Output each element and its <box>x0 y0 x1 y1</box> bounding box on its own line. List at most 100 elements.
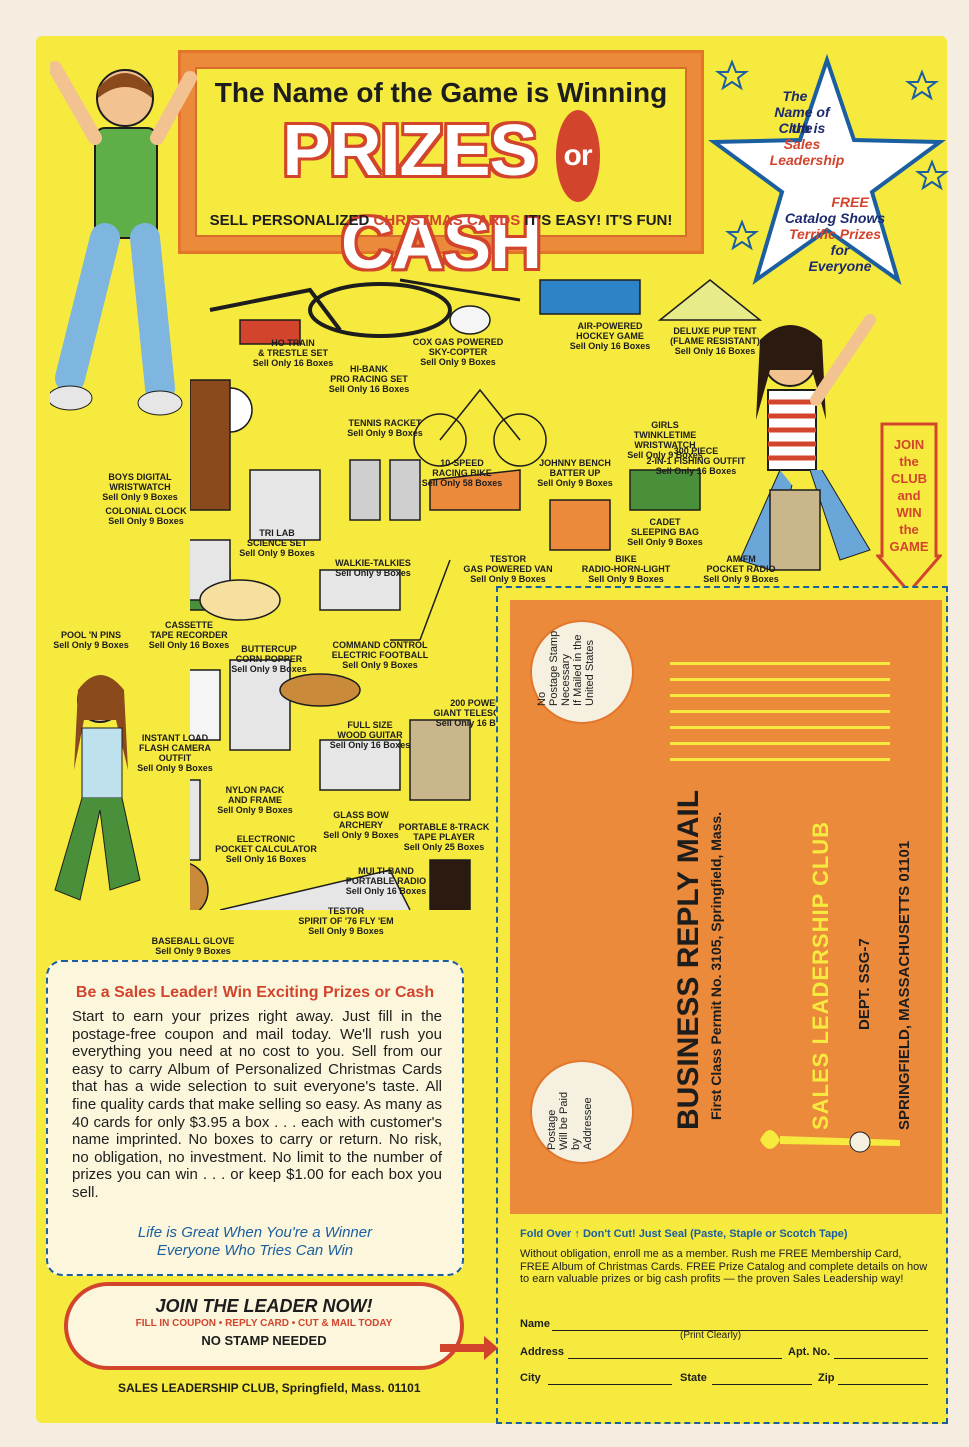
no-stamp-text: NO STAMP NEEDED <box>201 1333 327 1348</box>
cash-word: CASH <box>340 203 542 284</box>
banner-headline: The Name of the Game is Winning <box>214 77 668 108</box>
business-reply-mail-card <box>510 600 942 1214</box>
star-line-1: The <box>782 88 808 104</box>
sell-highlight: CHRISTMAS CARDS <box>373 212 521 229</box>
products-illustrations <box>190 278 821 910</box>
stripe <box>670 710 890 713</box>
item-pup-tent: DELUXE PUP TENT(FLAME RESISTANT)Sell Onl… <box>670 326 760 356</box>
or-badge: or <box>555 109 600 202</box>
club-address-name: SALES LEADERSHIP CLUB <box>808 820 833 1130</box>
footer-address: SALES LEADERSHIP CLUB, Springfield, Mass… <box>118 1381 421 1395</box>
business-reply-mail-title: BUSINESS REPLY MAIL <box>672 789 705 1130</box>
join-leader-sub: FILL IN COUPON • REPLY CARD • CUT & MAIL… <box>135 1318 393 1329</box>
stripe <box>670 678 890 681</box>
stripe <box>670 694 890 697</box>
sell-suffix: IT'S EASY! IT'S FUN! <box>524 212 673 229</box>
zip-label: Zip <box>818 1372 835 1384</box>
apt-line <box>834 1358 928 1359</box>
state-line <box>712 1384 812 1385</box>
city-text: SPRINGFIELD, MASSACHUSETTS 01101 <box>896 840 913 1130</box>
postage-paid-circle <box>530 1060 634 1164</box>
stripe <box>670 726 890 729</box>
name-line <box>552 1330 928 1331</box>
stripe <box>670 742 890 745</box>
name-field[interactable]: Name <box>520 1318 930 1332</box>
copy-tagline-1: Life is Great When You're a Winner <box>137 1224 373 1241</box>
girl-two-illustration <box>54 675 141 901</box>
club-star-badge <box>708 53 949 285</box>
permit-text: First Class Permit No. 3105, Springfield… <box>708 811 724 1120</box>
address-field[interactable]: Address Apt. No. <box>520 1346 930 1360</box>
copy-body: Start to earn your prizes right away. Ju… <box>72 1008 442 1201</box>
star-line-3: Club is <box>778 120 826 136</box>
city-state-zip-field[interactable]: City State Zip <box>520 1372 930 1386</box>
no-postage-circle <box>530 620 634 724</box>
city-label: City <box>520 1372 541 1384</box>
city-line <box>548 1384 672 1385</box>
banner-inner: The Name of the Game is Winning PRIZES o… <box>195 67 687 284</box>
address-label: Address <box>520 1346 565 1358</box>
join-leader-badge: JOIN THE LEADER NOW! FILL IN COUPON • RE… <box>64 1282 464 1370</box>
enrollment-text: Without obligation, enroll me as a membe… <box>520 1248 928 1285</box>
address-line <box>568 1358 782 1359</box>
star-catalog-4: Everyone <box>808 258 872 274</box>
star-catalog-1: Catalog Shows <box>784 210 886 226</box>
fold-instruction: Fold Over ↑ Don't Cut! Just Seal (Paste,… <box>520 1228 848 1240</box>
dept-text: DEPT. SSG-7 <box>856 938 873 1030</box>
star-line-5: Leadership <box>769 152 845 168</box>
star-line-4: Sales <box>783 136 821 152</box>
stripe <box>670 662 890 665</box>
print-clearly: (Print Clearly) <box>680 1330 742 1341</box>
torch-icon <box>760 1130 900 1153</box>
star-free: FREE <box>831 194 869 210</box>
stripe <box>670 758 890 761</box>
sales-leader-copy-box: Be a Sales Leader! Win Exciting Prizes o… <box>46 960 464 1276</box>
copy-title: Be a Sales Leader! Win Exciting Prizes o… <box>75 984 435 1001</box>
headline-banner: The Name of the Game is Winning PRIZES o… <box>178 50 704 284</box>
sell-prefix: SELL PERSONALIZED <box>209 212 370 229</box>
apt-label: Apt. No. <box>788 1346 831 1358</box>
copy-tagline-2: Everyone Who Tries Can Win <box>156 1242 354 1259</box>
star-catalog-2: Terrific Prizes <box>788 226 882 242</box>
sell-line: SELL PERSONALIZED CHRISTMAS CARDS IT'S E… <box>197 212 685 229</box>
boy-jumping-illustration <box>50 61 197 416</box>
zip-line <box>838 1384 928 1385</box>
prizes-or-cash: PRIZES or CASH <box>197 109 685 286</box>
arrow-right-icon <box>440 1336 498 1360</box>
star-line-2: Name of the <box>774 104 830 136</box>
prizes-word: PRIZES <box>282 111 537 191</box>
name-label: Name <box>520 1318 550 1330</box>
join-leader-title: JOIN THE LEADER NOW! <box>155 1296 373 1316</box>
